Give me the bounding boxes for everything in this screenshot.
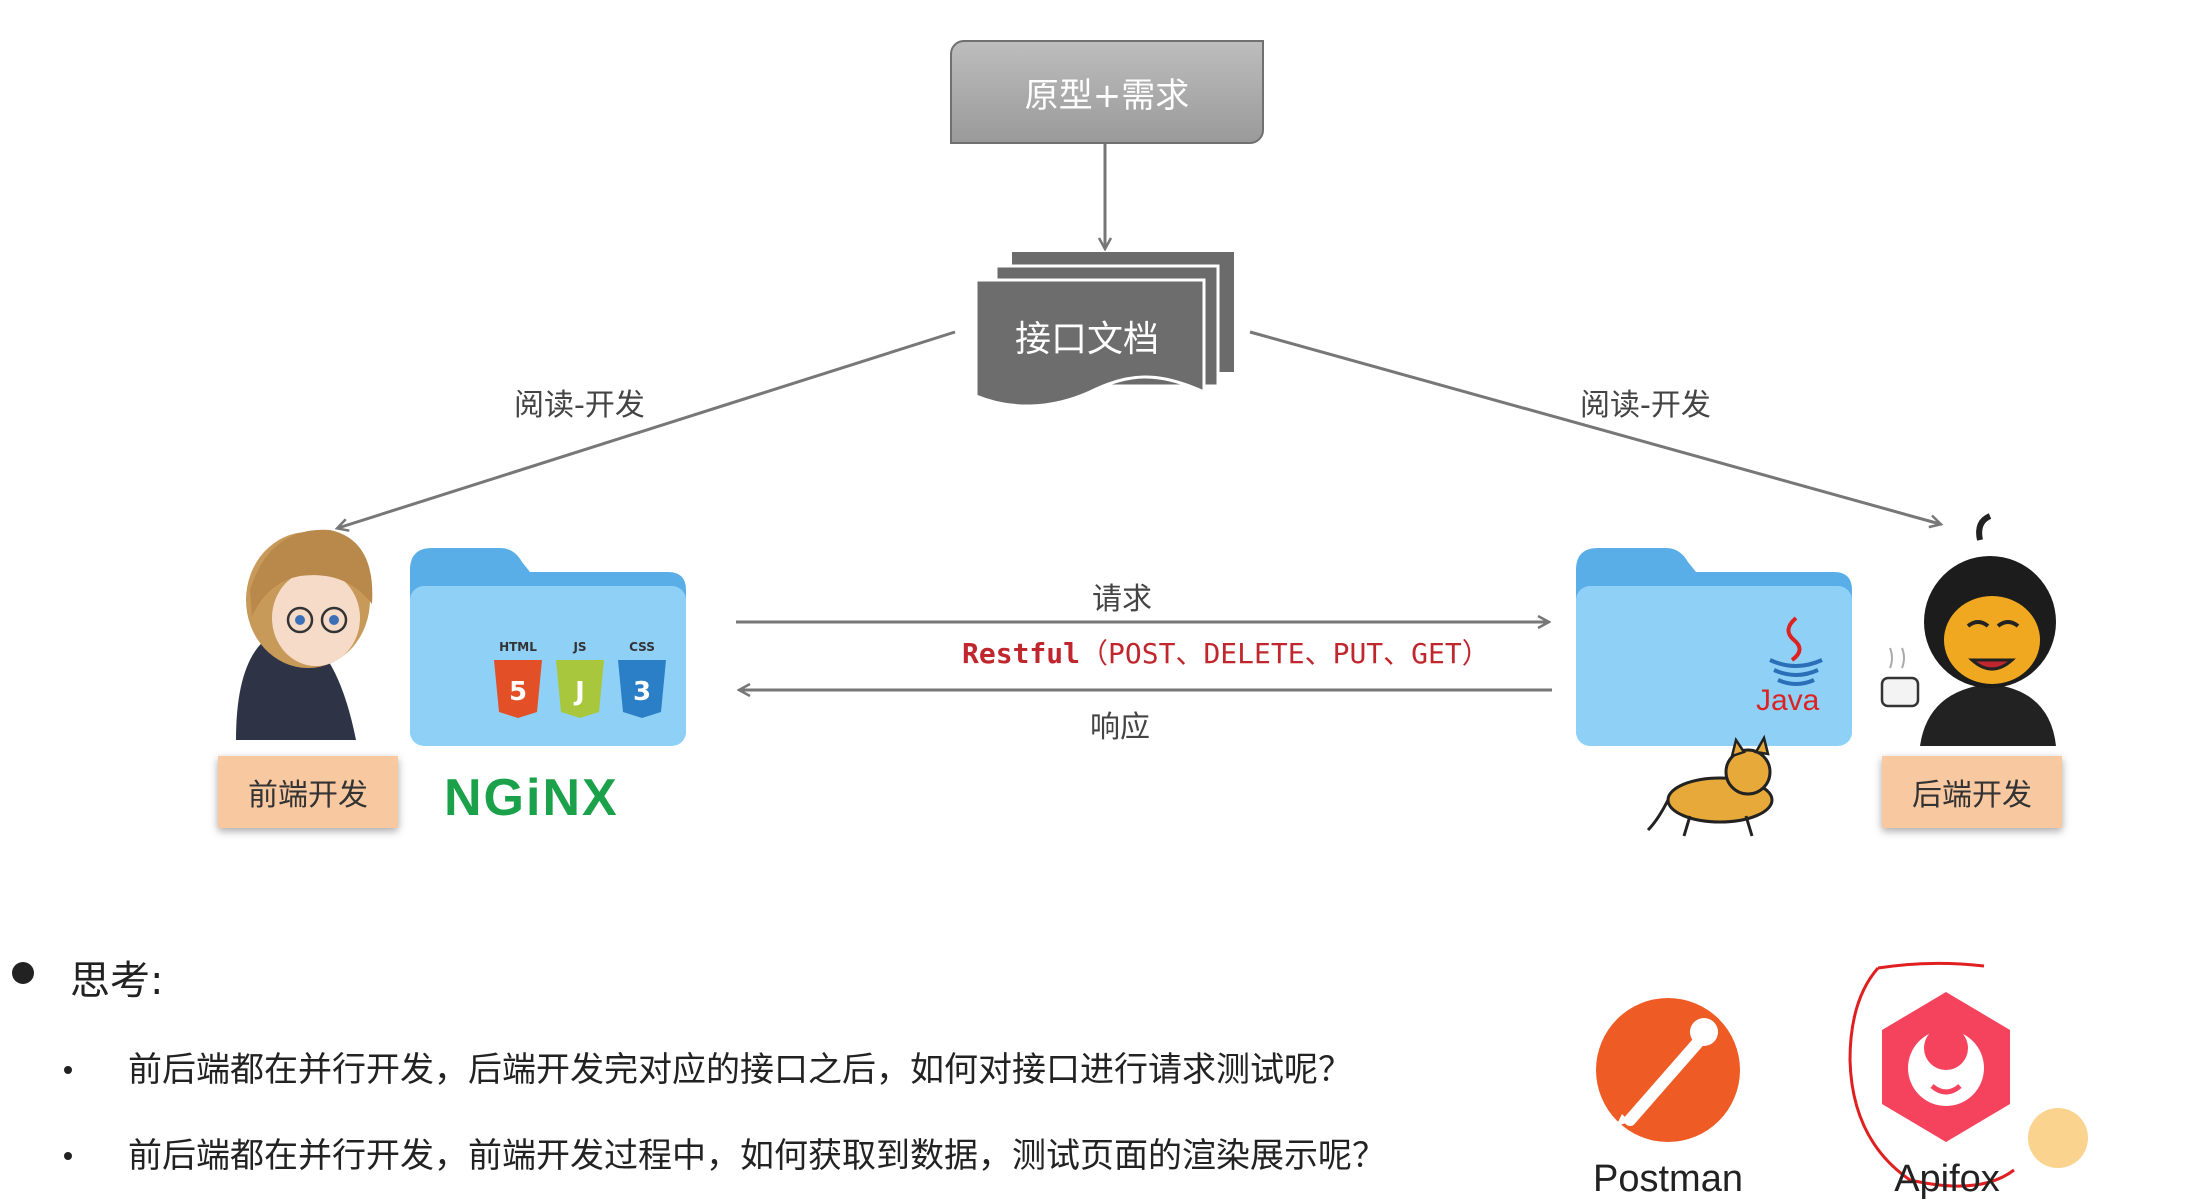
backend-role-label: 后端开发 [1882,756,2062,828]
apifox-label: Apifox [1894,1158,2000,1200]
tomcat-icon [1646,734,1774,837]
html5-icon: 5 [494,660,542,718]
question-1: 前后端都在并行开发，后端开发完对应的接口之后，如何对接口进行请求测试呢？ [128,1050,1352,1090]
frontend-role-label: 前端开发 [218,756,398,828]
question-2: 前后端都在并行开发，前端开发过程中，如何获取到数据，测试页面的渲染展示呢？ [128,1136,1386,1176]
read-dev-left-label: 阅读-开发 [514,388,645,423]
html-badge-label: HTML [499,640,537,654]
css3-icon: 3 [618,660,666,718]
restful-methods: Restful（POST、DELETE、PUT、GET） [962,632,1490,672]
response-label: 响应 [1090,710,1150,745]
svg-text:3: 3 [633,677,651,707]
prototype-requirements-box: 原型+需求 [950,40,1264,144]
java-icon [1769,616,1823,686]
restful-methods-list: （POST、DELETE、PUT、GET） [1080,637,1490,670]
arrow-doc-to-frontend [338,330,956,528]
restful-keyword: Restful [962,637,1081,670]
api-doc-icon [974,252,1234,408]
postman-logo [1596,998,1740,1142]
question-bullet [64,1066,72,1074]
js-icon: J [556,660,604,718]
js-badge-label: JS [573,640,587,654]
think-bullet [12,962,34,984]
question-bullet [64,1152,72,1160]
nginx-logo-text: NGiNX [444,769,619,827]
annotation-stroke [1877,961,1985,970]
orange-dot-decoration [2028,1108,2088,1168]
api-doc-label: 接口文档 [1014,319,1159,360]
arrow-doc-to-backend [1249,330,1940,524]
backend-avatar [1880,513,2056,746]
java-badge-label: Java [1756,684,1820,717]
svg-text:5: 5 [509,677,527,707]
apifox-logo [1882,992,2010,1142]
frontend-avatar [236,529,373,740]
read-dev-right-label: 阅读-开发 [1580,388,1711,423]
request-label: 请求 [1092,582,1152,617]
css-badge-label: CSS [629,640,655,654]
think-heading: 思考: [70,958,164,1004]
postman-label: Postman [1593,1158,1743,1200]
annotation-circle [1848,967,2015,1188]
svg-text:J: J [573,677,585,707]
frontend-folder-icon [410,548,686,746]
backend-folder-icon [1576,548,1852,746]
